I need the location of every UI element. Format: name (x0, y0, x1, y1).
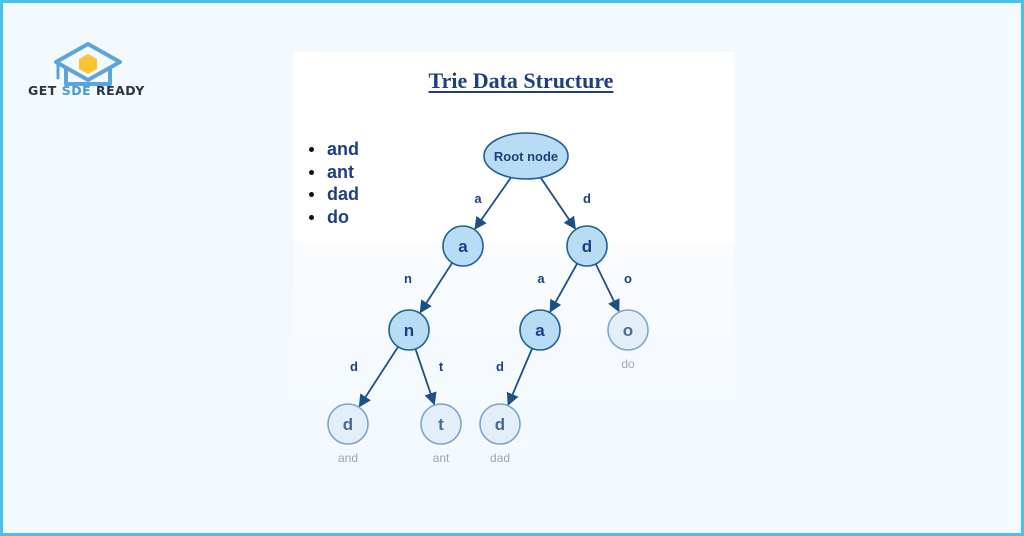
trie-node-a: a (442, 225, 484, 267)
root-node-shape (483, 132, 569, 180)
trie-node-root: Root node (483, 132, 569, 180)
edge-label-d-da: a (537, 271, 545, 286)
node-label: d (495, 415, 505, 434)
node-circle (442, 225, 484, 267)
edge-arrow-d-do (594, 263, 620, 313)
edge-label-an-ant: t (439, 359, 444, 374)
node-label: n (404, 321, 414, 340)
node-label: a (535, 321, 545, 340)
brand-logo[interactable] (26, 22, 156, 102)
word-text: ant (327, 161, 354, 182)
edge-arrow-root-d (539, 177, 576, 230)
brand-word-ready: READY (95, 83, 145, 98)
node-label: a (458, 237, 468, 256)
brand-name: GET SDE READY (28, 83, 145, 98)
word-list-item: and (308, 138, 359, 161)
trie-node-ant: t ant (420, 403, 462, 465)
bullet-icon (309, 192, 314, 197)
node-caption: and (338, 451, 358, 465)
word-list-item: ant (308, 161, 359, 184)
edge-arrow-root-a (474, 176, 512, 230)
node-circle (388, 309, 430, 351)
node-label: Root node (494, 149, 558, 164)
node-label: o (623, 321, 633, 340)
word-text: do (327, 206, 349, 227)
node-caption: do (621, 357, 635, 371)
bullet-icon (309, 147, 314, 152)
node-circle (607, 309, 649, 351)
edge-label-root-d: d (583, 191, 591, 206)
node-label: d (343, 415, 353, 434)
trie-edges: a d n a o d t d (350, 176, 632, 408)
brand-word-get: GET (28, 83, 57, 98)
word-text: and (327, 139, 360, 159)
word-list-item: do (308, 206, 359, 229)
edge-arrow-d-da (549, 263, 579, 313)
brand-word-sde: SDE (61, 83, 92, 98)
edge-arrow-da-dad (506, 348, 533, 406)
trie-node-d: d (566, 225, 608, 267)
word-list: and ant dad do (308, 138, 359, 228)
bullet-icon (309, 214, 314, 220)
edge-label-root-a: a (474, 191, 482, 206)
node-circle (566, 225, 608, 267)
edge-label-a-an: n (404, 271, 412, 286)
diagram-title: Trie Data Structure (428, 68, 614, 93)
trie-node-dad: d dad (479, 403, 521, 465)
bullet-icon (309, 169, 314, 175)
trie-node-do: o do (607, 309, 649, 371)
edge-arrow-a-an (419, 262, 453, 314)
word-list-item: dad (308, 183, 359, 206)
node-caption: dad (490, 451, 510, 465)
trie-node-da: a (519, 309, 561, 351)
node-circle (327, 403, 369, 445)
trie-node-an: n (388, 309, 430, 351)
node-label: t (438, 415, 444, 434)
node-circle (420, 403, 462, 445)
edge-arrow-an-and (358, 346, 399, 408)
trie-node-and: d and (327, 403, 369, 465)
graduation-cap-icon (54, 42, 122, 86)
edge-label-d-do: o (624, 271, 632, 286)
edge-arrow-an-ant (414, 348, 437, 406)
node-caption: ant (433, 451, 450, 465)
node-label: d (582, 237, 592, 256)
edge-label-da-dad: d (496, 359, 504, 374)
word-text: dad (327, 184, 360, 204)
edge-label-an-and: d (350, 359, 358, 374)
node-circle (519, 309, 561, 351)
node-circle (479, 403, 521, 445)
